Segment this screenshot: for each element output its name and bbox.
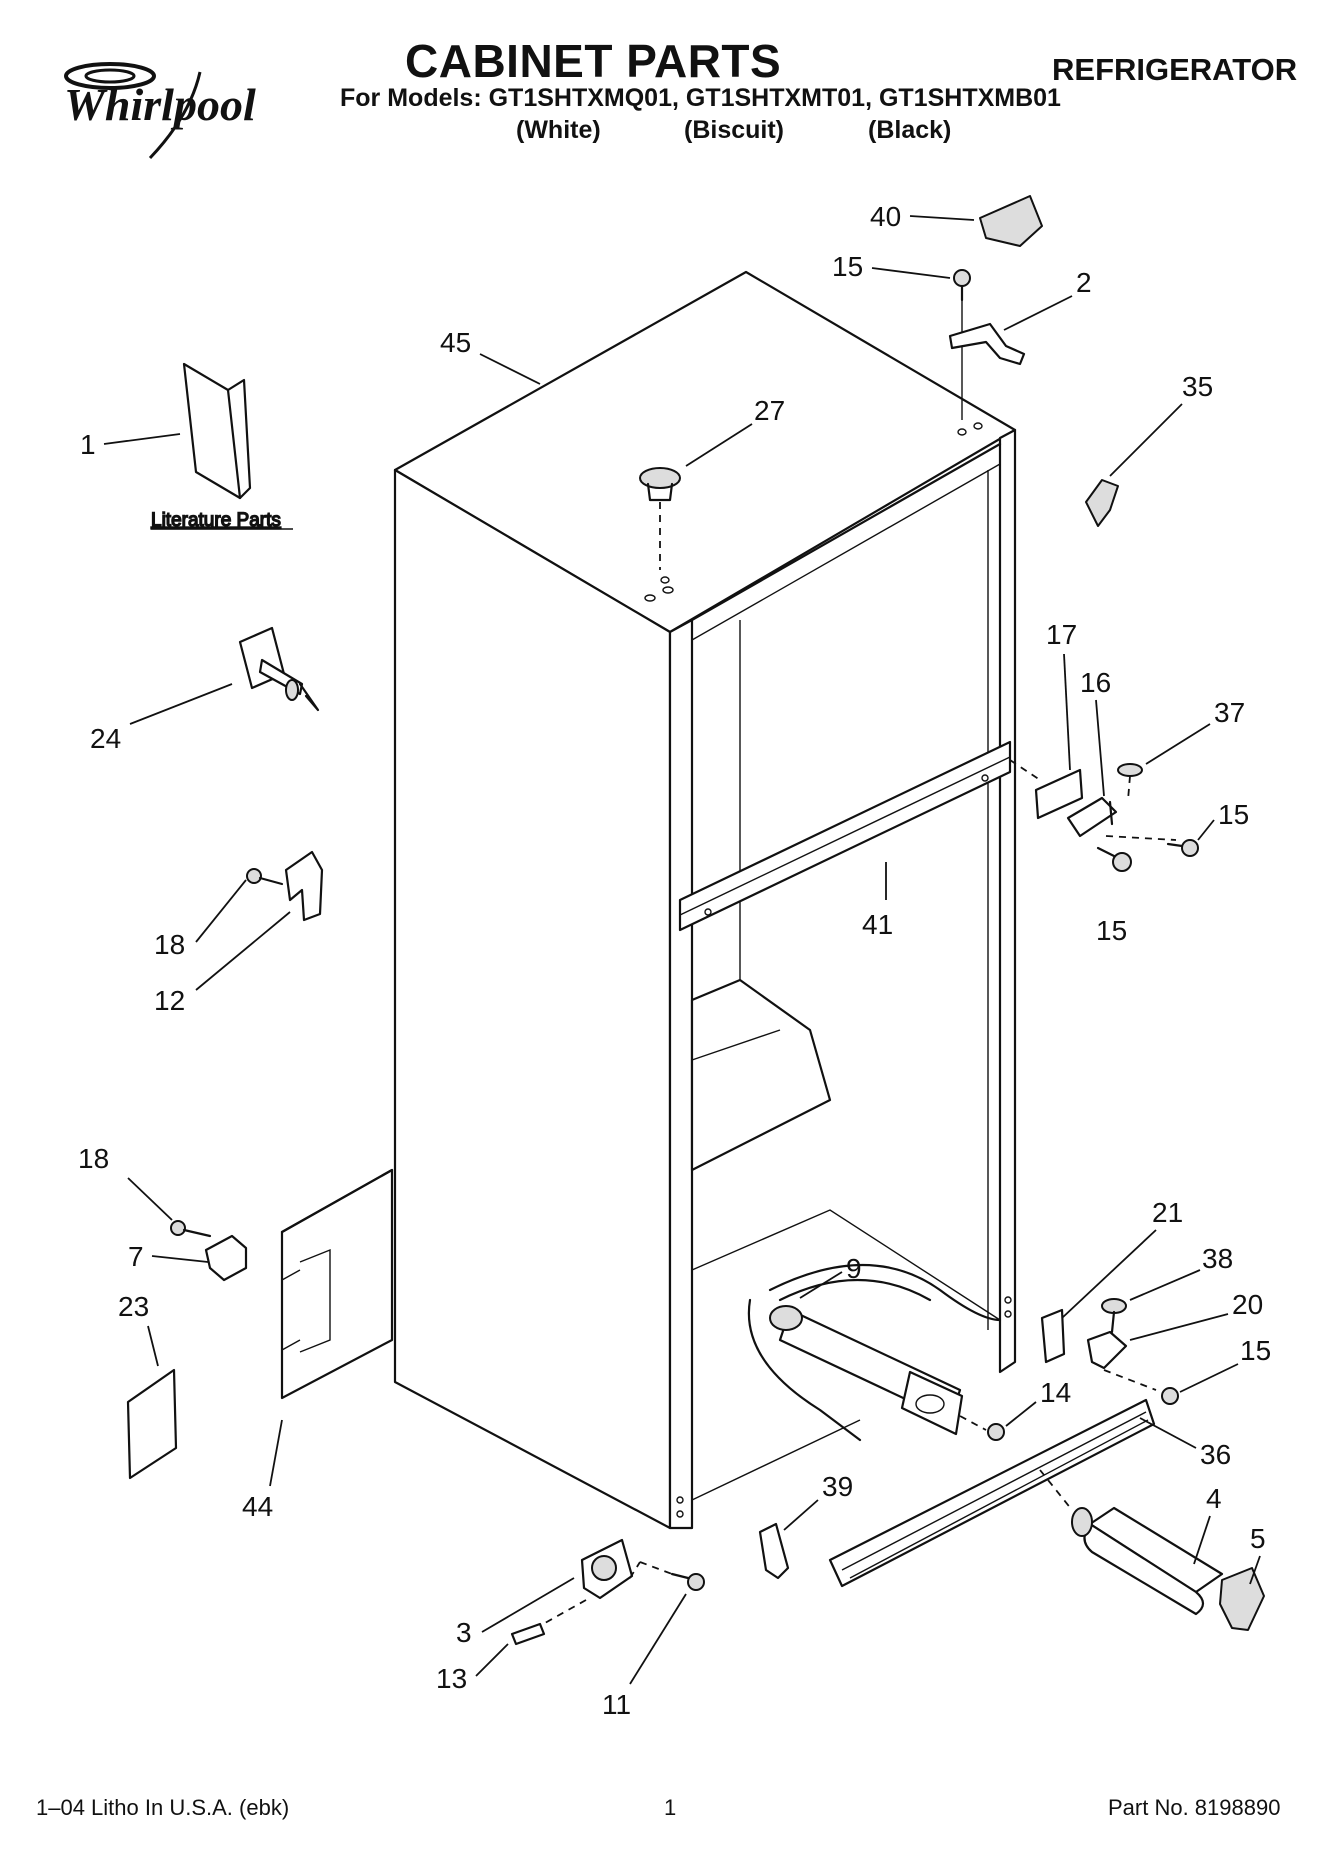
hinge-screw-15-right [1166, 839, 1199, 857]
bracket-12 [284, 850, 324, 922]
bracket-21 [1040, 1308, 1066, 1364]
lower-hinge-20 [1086, 1330, 1128, 1370]
divider-rail [678, 740, 1012, 932]
top-hinge-screw [953, 269, 971, 302]
whirlpool-logo: Whirlpool [64, 62, 256, 160]
callout-17: 17 [1046, 619, 1077, 650]
callout-18-lower: 18 [78, 1143, 109, 1174]
callout-9: 9 [846, 1253, 862, 1284]
callout-11: 11 [602, 1689, 631, 1720]
models-line: For Models: GT1SHTXMQ01, GT1SHTXMT01, GT… [340, 84, 1061, 112]
hinge-cap [1085, 479, 1119, 527]
callout-18-upper: 18 [154, 929, 185, 960]
literature-booklet [182, 362, 242, 500]
callout-15-top: 15 [832, 251, 863, 282]
part-number: Part No. 8198890 [1108, 1795, 1281, 1820]
base-grille [828, 1398, 1156, 1588]
callout-3: 3 [456, 1617, 472, 1648]
callout-7: 5 [1250, 1523, 1266, 1554]
bottom-side-panel [280, 1168, 394, 1400]
callout-15-right: 15 [1218, 799, 1249, 830]
top-hinge-cover [979, 195, 1043, 247]
hinge-screw-15-bottom [1103, 1369, 1179, 1405]
callout-labels: 40 15 2 45 35 1 27 17 16 [78, 201, 1271, 1720]
literature-parts-label: Literature Parts [151, 510, 281, 531]
callout-5: 7 [128, 1241, 144, 1272]
pin-13 [510, 1622, 546, 1646]
callout-4: 4 [1206, 1483, 1222, 1514]
leveling-pin [238, 626, 320, 712]
brand-wordmark: Whirlpool [64, 79, 256, 130]
callout-35: 35 [1182, 371, 1213, 402]
callout-15-bottom: 15 [1240, 1335, 1271, 1366]
callout-36: 36 [1200, 1439, 1231, 1470]
top-hinge [948, 322, 1026, 366]
screw-18-lower [170, 1220, 212, 1238]
washer-37 [1117, 763, 1143, 801]
callout-40: 40 [870, 201, 901, 232]
hinge-bracket-17 [1034, 768, 1084, 820]
callout-14: 14 [1040, 1377, 1071, 1408]
callout-13: 13 [436, 1663, 467, 1694]
water-filter-housing [747, 1263, 1002, 1442]
callout-16: 16 [1080, 667, 1111, 698]
variant-black: (Black) [868, 116, 952, 144]
variant-white: (White) [516, 116, 601, 144]
appliance-category: REFRIGERATOR [1052, 52, 1298, 87]
variant-biscuit: (Biscuit) [684, 116, 784, 144]
callout-24: 24 [90, 723, 121, 754]
litho-note: 1–04 Litho In U.S.A. (ebk) [36, 1795, 290, 1820]
callout-37: 37 [1214, 697, 1245, 728]
callout-41: 41 [862, 909, 893, 940]
callout-44: 44 [242, 1491, 273, 1522]
screw-14 [959, 1415, 1005, 1441]
filter-cap [1219, 1567, 1265, 1631]
water-filter-cartridge [1071, 1506, 1224, 1616]
callout-2: 2 [1076, 267, 1092, 298]
callout-20: 20 [1232, 1289, 1263, 1320]
callout-21: 21 [1152, 1197, 1183, 1228]
page-title: CABINET PARTS [405, 35, 782, 87]
callout-23: 23 [118, 1291, 149, 1322]
page-number: 1 [664, 1795, 677, 1820]
hinge-screw-15-lower [1096, 846, 1132, 872]
roller-assembly [580, 1538, 634, 1600]
callout-15-lower: 15 [1096, 915, 1127, 946]
hinge-16 [1066, 796, 1118, 838]
clip-5 [204, 1234, 248, 1282]
callout-38: 38 [1202, 1243, 1233, 1274]
cabinet-shell [393, 270, 1017, 1530]
washer-38 [1101, 1298, 1127, 1314]
side-cover [126, 1368, 178, 1480]
callout-45: 45 [440, 327, 471, 358]
screw-18-upper [246, 868, 284, 886]
callout-1: 1 [80, 429, 96, 460]
clip-39 [758, 1522, 790, 1580]
callout-12: 12 [154, 985, 185, 1016]
cabinet-plug [639, 467, 681, 502]
callout-27: 27 [754, 395, 785, 426]
screw-11 [670, 1572, 705, 1591]
callout-39: 39 [822, 1471, 853, 1502]
